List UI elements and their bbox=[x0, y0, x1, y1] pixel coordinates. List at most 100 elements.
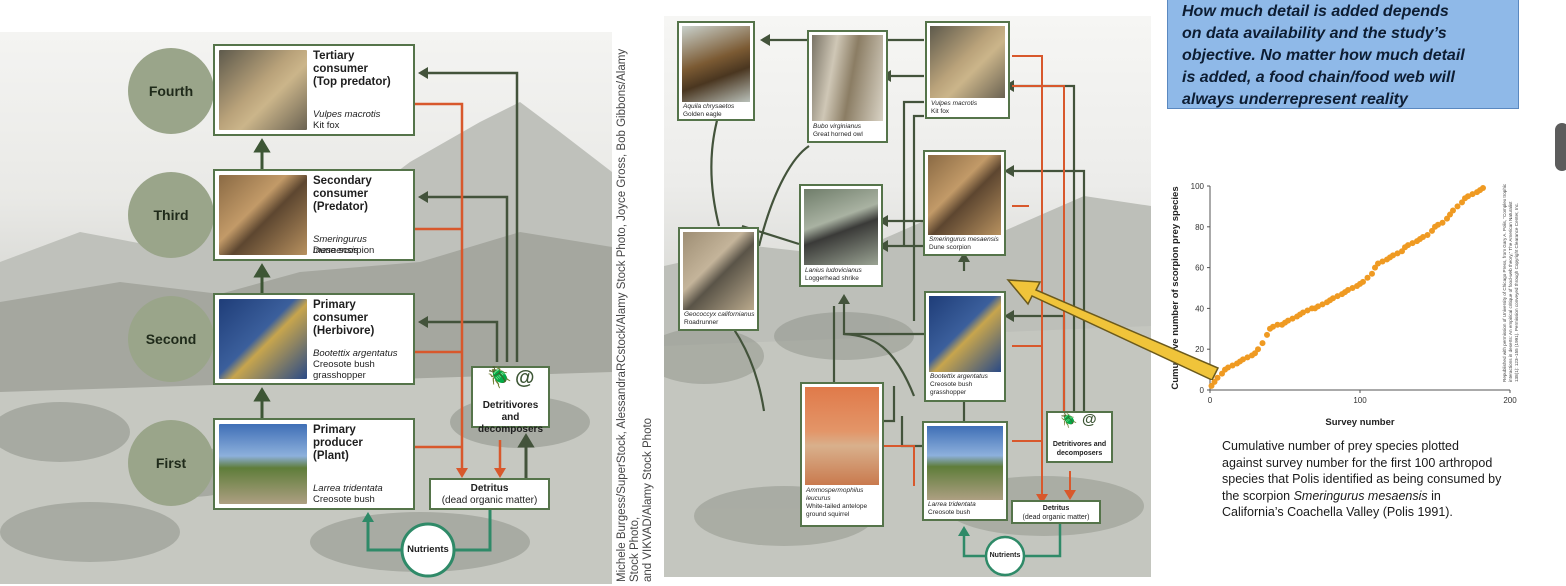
data-point bbox=[1315, 303, 1321, 310]
card-role-line: (Top predator) bbox=[313, 76, 391, 88]
data-point bbox=[1360, 278, 1366, 285]
data-point bbox=[1390, 252, 1396, 259]
data-point bbox=[1334, 293, 1341, 300]
grasshopper-photo bbox=[929, 296, 1001, 372]
data-point bbox=[1264, 331, 1270, 338]
caption-line: Cumulative number of prey species plotte… bbox=[1222, 439, 1459, 453]
scientific-name: Bootettix argentatus bbox=[930, 373, 988, 380]
nutrients-label: Nutrients bbox=[989, 552, 1021, 559]
data-point bbox=[1270, 323, 1276, 330]
scorpion-photo bbox=[928, 155, 1001, 235]
food-chain-panel: Fourth Third Second First Tertiary consu… bbox=[0, 32, 612, 584]
credit-line: Michele Burgess/SuperStock, AlessandraRC… bbox=[616, 48, 641, 582]
data-point bbox=[1454, 203, 1461, 210]
common-name: Creosote bush bbox=[928, 509, 971, 516]
x-axis-label: Survey number bbox=[1325, 417, 1394, 428]
common-name: Creosote bush bbox=[313, 494, 375, 505]
data-point bbox=[1405, 242, 1411, 249]
trophic-level-second: Second bbox=[128, 296, 214, 382]
card-golden-eagle: Aquila chrysaetos Golden eagle bbox=[677, 21, 755, 121]
food-web-panel: Aquila chrysaetos Golden eagle Bubo virg… bbox=[664, 16, 1151, 577]
card-tertiary-consumer: Tertiary consumer (Top predator) Vulpes … bbox=[213, 44, 415, 136]
common-name: Loggerhead shrike bbox=[805, 275, 859, 282]
snail-icon: @ bbox=[1082, 411, 1097, 428]
detritus-sublabel: (dead organic matter) bbox=[1022, 514, 1090, 521]
data-point bbox=[1289, 315, 1296, 322]
data-point bbox=[1424, 231, 1431, 238]
card-role-line: Secondary bbox=[313, 175, 372, 187]
card-antelope-ground-squirrel: Ammospermophilus leucurus White-tailed a… bbox=[800, 382, 884, 527]
data-point bbox=[1330, 295, 1336, 302]
beetle-icon: 🪲 bbox=[487, 367, 512, 389]
data-point bbox=[1435, 221, 1441, 228]
common-name: Dune scorpion bbox=[929, 244, 971, 251]
y-tick-label: 100 bbox=[1191, 182, 1205, 191]
common-name: Kit fox bbox=[313, 120, 340, 131]
data-point bbox=[1229, 362, 1236, 369]
chart-caption: Cumulative number of prey species plotte… bbox=[1222, 438, 1532, 521]
yellow-pointer-arrow bbox=[1006, 279, 1220, 380]
card-primary-consumer: Primary consumer (Herbivore) Bootettix a… bbox=[213, 293, 415, 385]
creosote-bush-photo bbox=[927, 426, 1003, 500]
data-point bbox=[1214, 374, 1221, 381]
card-role-line: producer bbox=[313, 437, 363, 449]
scientific-name: Vulpes macrotis bbox=[313, 109, 381, 120]
x-tick-label: 0 bbox=[1208, 396, 1213, 405]
data-point bbox=[1259, 340, 1266, 347]
credit-line: and VIKVAD/Alamy Stock Photo bbox=[642, 417, 654, 582]
data-point bbox=[1319, 301, 1326, 308]
x-ticks: 0 100 200 bbox=[1208, 390, 1517, 405]
ground-squirrel-photo bbox=[805, 387, 879, 485]
data-point bbox=[1345, 287, 1351, 294]
caption-line: the scorpion Smeringurus mesaensis in bbox=[1222, 488, 1441, 503]
callout-box: How much detail is added depends on data… bbox=[1167, 0, 1519, 109]
detritivores-box: 🪲 @ Detritivores and decomposers bbox=[1046, 411, 1113, 463]
card-creosote-bush: Larrea tridentata Creosote bush bbox=[922, 421, 1008, 521]
data-point bbox=[1304, 307, 1311, 314]
scientific-name: Vulpes macrotis bbox=[931, 100, 978, 107]
creosote-bush-photo bbox=[219, 424, 307, 504]
x-tick-label: 200 bbox=[1503, 396, 1517, 405]
scorpion-photo bbox=[219, 175, 307, 255]
common-name: Great horned owl bbox=[813, 131, 863, 138]
data-point bbox=[1349, 285, 1356, 291]
data-point bbox=[1379, 258, 1386, 265]
data-point bbox=[1469, 191, 1476, 198]
data-point bbox=[1465, 193, 1471, 200]
scientific-name: Bubo virginianus bbox=[813, 123, 862, 130]
data-point bbox=[1244, 354, 1251, 361]
caption-species-name: Smeringurus mesaensis bbox=[1293, 488, 1428, 503]
loggerhead-shrike-photo bbox=[804, 189, 878, 265]
detritivores-label-line: decomposers bbox=[477, 424, 544, 435]
detritivores-label-line: Detritivores and bbox=[482, 400, 539, 423]
beetle-icon: 🪲 bbox=[1060, 412, 1078, 428]
data-point bbox=[1364, 274, 1371, 281]
scientific-name: Smeringurus mesaensis bbox=[929, 236, 999, 243]
scientific-name: Ammospermophilus leucurus bbox=[806, 487, 864, 502]
permission-line: Republished with permission of Universit… bbox=[1502, 183, 1507, 382]
card-role-line: consumer bbox=[313, 312, 368, 324]
permission-line: 138(1): 123–155 (1991). Permission conve… bbox=[1514, 203, 1519, 382]
data-point bbox=[1369, 270, 1375, 277]
side-scroll-handle[interactable] bbox=[1555, 123, 1566, 171]
callout-line: on data availability and the study’s bbox=[1182, 25, 1447, 42]
card-loggerhead-shrike: Lanius ludovicianus Loggerhead shrike bbox=[799, 184, 883, 287]
data-point bbox=[1375, 260, 1381, 267]
data-point bbox=[1300, 309, 1306, 316]
card-secondary-consumer: Secondary consumer (Predator) Smeringuru… bbox=[213, 169, 415, 261]
caption-line: species that Polis identified as being c… bbox=[1222, 472, 1502, 486]
common-name: grasshopper bbox=[930, 389, 967, 396]
card-role-line: Primary bbox=[313, 299, 356, 311]
detritus-label: Detritus bbox=[1042, 505, 1070, 512]
roadrunner-photo bbox=[683, 232, 754, 310]
detritus-box: Detritus (dead organic matter) bbox=[1011, 500, 1101, 524]
card-kit-fox: Vulpes macrotis Kit fox bbox=[925, 21, 1010, 119]
data-points bbox=[1208, 185, 1486, 389]
x-tick-label: 100 bbox=[1353, 396, 1367, 405]
common-name: Roadrunner bbox=[684, 319, 719, 326]
card-primary-producer: Primary producer (Plant) Larrea tridenta… bbox=[213, 418, 415, 510]
callout-line: How much detail is added depends bbox=[1182, 3, 1449, 20]
callout-line: objective. No matter how much detail bbox=[1182, 47, 1465, 64]
